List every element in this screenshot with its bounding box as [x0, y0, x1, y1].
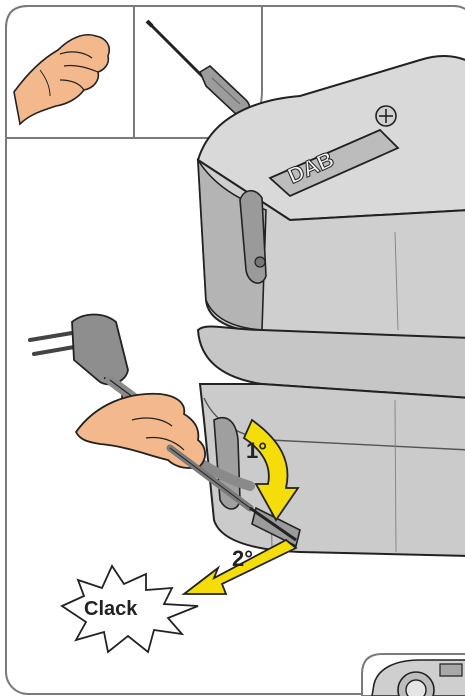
- step-2-label: 2°: [232, 546, 253, 571]
- clack-label: Clack: [84, 598, 138, 620]
- step-1-label: 1°: [246, 438, 267, 463]
- detail-inset: [362, 654, 465, 696]
